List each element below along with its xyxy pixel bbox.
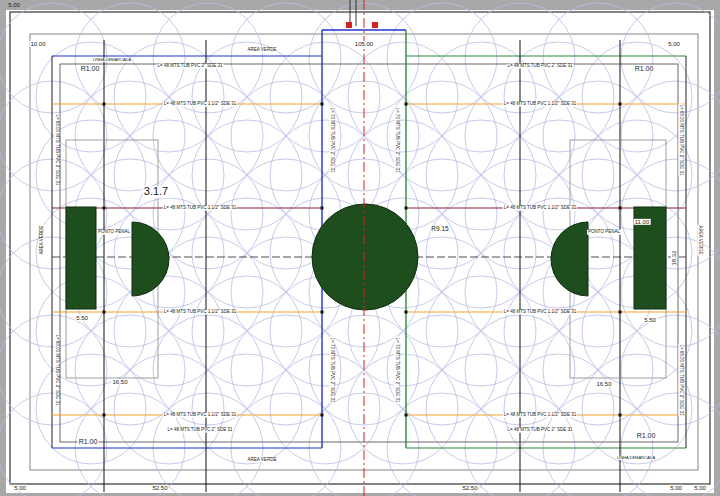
sprinkler-head [405, 103, 408, 106]
center-band [322, 29, 406, 30]
sprinkler-head [619, 207, 622, 210]
boundary-line [406, 55, 686, 56]
boundary-line [52, 447, 322, 448]
field-label: PONTO PENAL [97, 230, 131, 235]
boundary-line [686, 56, 687, 448]
dimension: 5.00 [667, 41, 681, 47]
dimension: 16.50 [595, 381, 612, 387]
field-label: LINHA DEMARCADA [92, 58, 132, 62]
area-label: AREA VERDE [40, 225, 45, 256]
pipe-label: L= 48 MTS TUB PVC 1.1/2" SDE 31 [503, 206, 577, 211]
field-label: LINHA DEMARCADA [616, 456, 656, 460]
sprinkler-head [103, 103, 106, 106]
sprinkler-head [405, 414, 408, 417]
sprinkler-head [321, 103, 324, 106]
pipe-label: L= 48 MTS TUB PVC 2" SDE 31 [157, 64, 224, 69]
dimension: 16.50 [111, 379, 128, 385]
frame-band [0, 493, 720, 496]
pipe-label: L= 68.00 MTS TUB PVC 2" SDE 31 [679, 103, 684, 176]
pipe-label: L= 48 MTS TUB PVC 1.1/2" SDE 31 [163, 413, 237, 418]
sprinkler-head [619, 414, 622, 417]
dimension: 5.00 [669, 485, 683, 491]
penalty-arc [132, 222, 169, 296]
dimension: 5.00 [7, 2, 21, 8]
pipe-label: L= 70 MTS TUB PVC 2" SDE 31 [330, 107, 335, 174]
radius-label: R9.15 [430, 226, 449, 233]
pipe-label: L= 48 MTS TUB PVC 2" SDE 31 [507, 428, 574, 433]
radius-label: R1.00 [78, 438, 99, 445]
pitch-outline [60, 64, 678, 442]
pipe-label: L= 48 MTS TUB PVC 1.1/2" SDE 31 [503, 413, 577, 418]
drawing-border [10, 12, 710, 484]
dimension: 5.00 [13, 485, 27, 491]
sprinkler-head [321, 311, 324, 314]
dimension: 5.50 [75, 315, 89, 321]
valve-marker [372, 22, 378, 28]
sprinkler-head [321, 207, 324, 210]
sprinkler-head [103, 311, 106, 314]
sprinkler-coverage [0, 3, 720, 496]
penalty-arc [551, 222, 588, 296]
radius-label: R1.00 [634, 65, 655, 72]
radius-label: R1.00 [80, 65, 101, 72]
dimension: 5.50 [643, 317, 657, 323]
center-line [364, 0, 365, 496]
goal-area [66, 207, 96, 309]
coverage-circle [621, 393, 720, 496]
sprinkler-head [103, 414, 106, 417]
area-label: AREA VERDE [247, 48, 278, 53]
dimension: 11.00 [634, 219, 651, 225]
pipe-label: L= 70 MTS TUB PVC 2" SDE 31 [395, 337, 400, 404]
center-circle [312, 204, 418, 310]
boundary-line [52, 55, 322, 56]
sprinkler-head [619, 311, 622, 314]
boundary-line [406, 447, 686, 448]
area-label: AREA VERDE [698, 225, 703, 256]
field-label: PONTO PENAL [587, 230, 621, 235]
sprinkler-head [619, 103, 622, 106]
pipe-label: L= 48 MTS TUB PVC 2" SDE 31 [167, 428, 234, 433]
pipe-label: L= 48 MTS TUB PVC 1.1/2" SDE 31 [163, 206, 237, 211]
dimension: 105.00 [354, 41, 374, 47]
boundary-line [52, 56, 53, 448]
dimension: 18.32 [671, 249, 677, 266]
coverage-circle [621, 3, 720, 113]
radius-label: R1.00 [636, 432, 657, 439]
pipe-label: L= 48 MTS TUB PVC 1.1/2" SDE 31 [163, 102, 237, 107]
dimension: 10.00 [29, 41, 46, 47]
sprinkler-head [405, 311, 408, 314]
valve-marker [346, 22, 352, 28]
area-label: AREA VERDE [247, 458, 278, 463]
sprinkler-head [405, 207, 408, 210]
pipe-label: L= 48 MTS TUB PVC 1.1/2" SDE 31 [503, 310, 577, 315]
frame-band [0, 0, 6, 496]
coverage-circle [621, 315, 720, 425]
dimension: 52.50 [461, 485, 478, 491]
pipe-label: L= 48 MTS TUB PVC 2" SDE 31 [507, 64, 574, 69]
dimension: 52.50 [151, 485, 168, 491]
pipe-label: L= 68.00 MTS TUB PVC 2" SDE 31 [55, 113, 60, 186]
pipe-label: L= 48 MTS TUB PVC 1.1/2" SDE 31 [163, 310, 237, 315]
sprinkler-heads [103, 103, 622, 417]
dimension: 5.00 [693, 485, 707, 491]
goal-area [634, 207, 666, 309]
coverage-circle [621, 81, 720, 191]
callout-number: 3.1.7 [143, 186, 169, 198]
pipe-lines [52, 104, 686, 415]
sprinkler-head [103, 207, 106, 210]
pipe-label: L= 68.00 MTS TUB PVC 2" SDE 31 [55, 333, 60, 406]
pipe-label: L= 48 MTS TUB PVC 1.1/2" SDE 31 [503, 102, 577, 107]
pipe-label: L= 70 MTS TUB PVC 2" SDE 31 [395, 107, 400, 174]
pipe-label: L= 70 MTS TUB PVC 2" SDE 31 [330, 337, 335, 404]
feed-pipe [356, 0, 357, 26]
grid-lines [104, 40, 620, 492]
sprinkler-head [321, 414, 324, 417]
pipe-label: L= 68.00 MTS TUB PVC 2" SDE 31 [679, 343, 684, 416]
